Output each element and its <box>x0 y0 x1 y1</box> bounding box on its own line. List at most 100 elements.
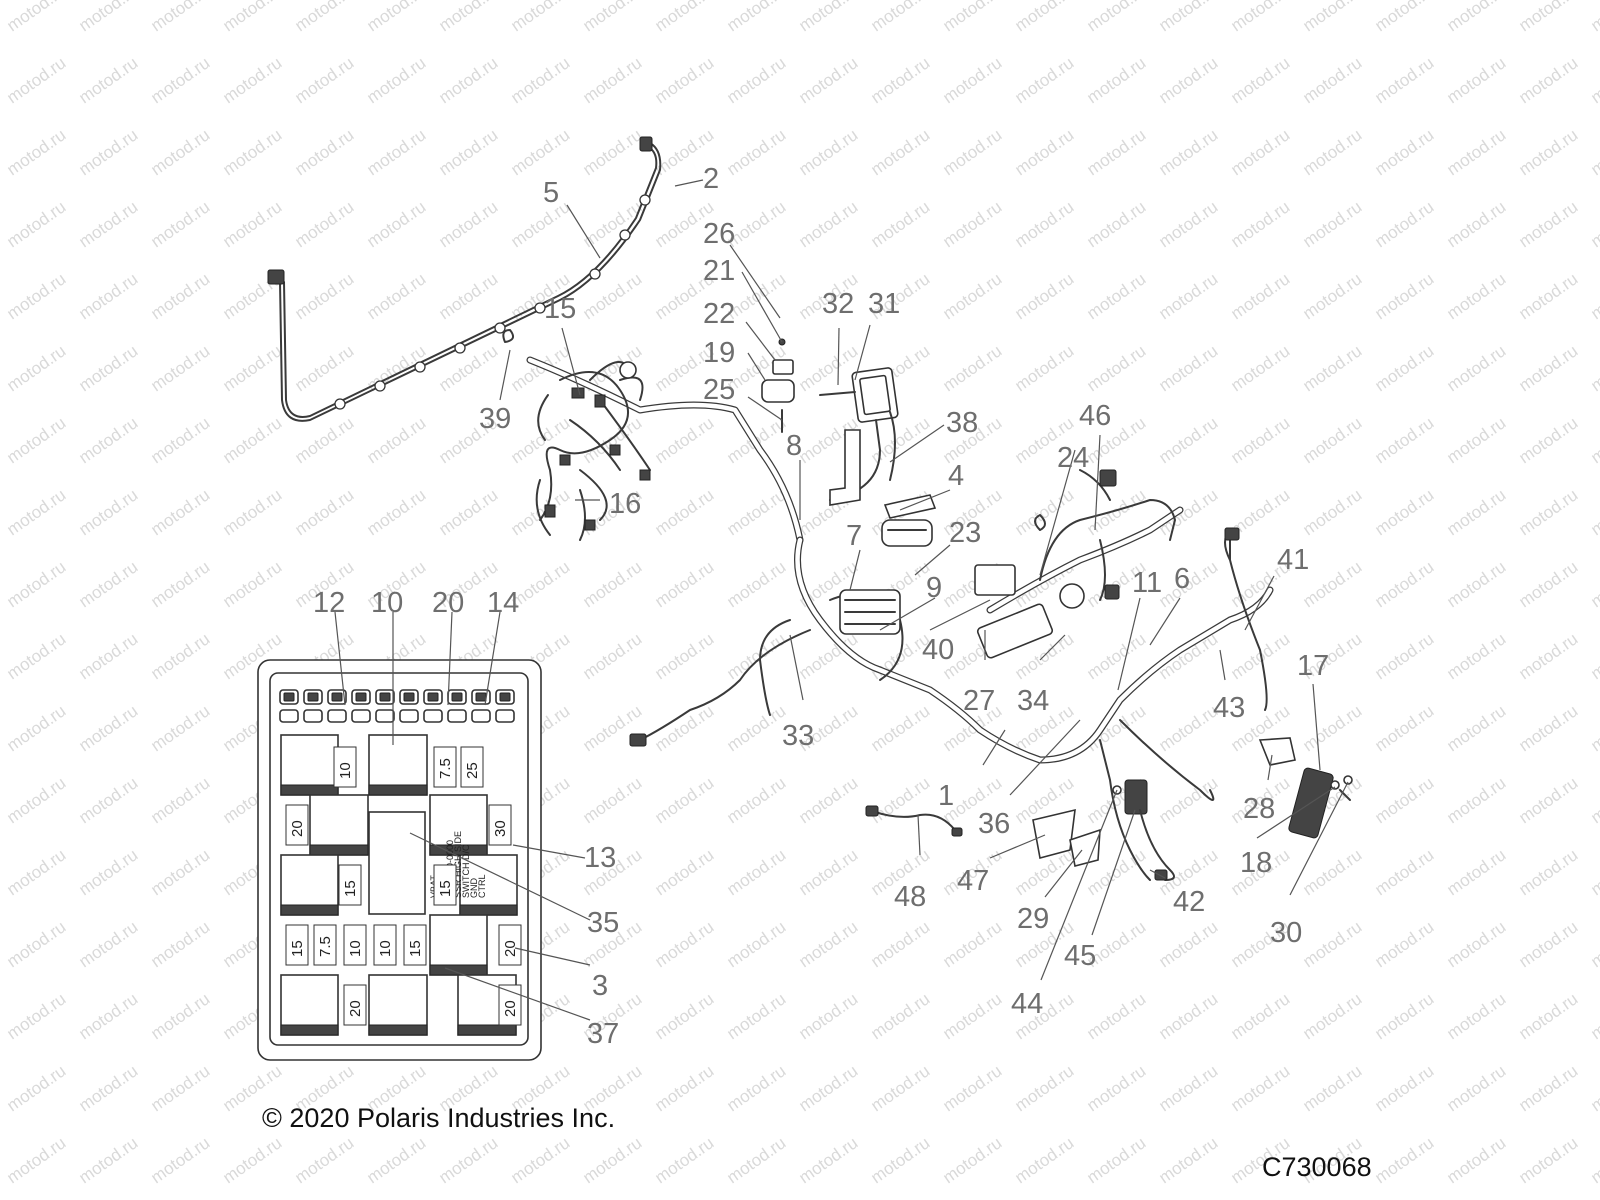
callout-11: 11 <box>1132 567 1162 599</box>
watermark-text: motod.ru <box>939 989 1005 1043</box>
fuse-rating: 10 <box>377 940 394 957</box>
watermark-text: motod.ru <box>507 53 573 107</box>
callout-21: 21 <box>703 255 735 287</box>
callout-33: 33 <box>782 720 814 752</box>
watermark-text: motod.ru <box>147 989 213 1043</box>
watermark-text: motod.ru <box>1587 0 1600 35</box>
watermark-text: motod.ru <box>1443 341 1509 395</box>
watermark-text: motod.ru <box>651 917 717 971</box>
watermark-text: motod.ru <box>1011 53 1077 107</box>
watermark-text: motod.ru <box>795 53 861 107</box>
watermark-text: motod.ru <box>363 413 429 467</box>
watermark-text: motod.ru <box>3 989 69 1043</box>
fuse-slot <box>303 709 323 723</box>
watermark-text: motod.ru <box>1443 269 1509 323</box>
watermark-text: motod.ru <box>3 197 69 251</box>
callout-38: 38 <box>946 407 978 439</box>
watermark-text: motod.ru <box>1515 557 1581 611</box>
connector-icon <box>1224 527 1240 541</box>
watermark-text: motod.ru <box>219 197 285 251</box>
watermark-text: motod.ru <box>291 269 357 323</box>
watermark-text: motod.ru <box>1515 773 1581 827</box>
watermark-text: motod.ru <box>75 125 141 179</box>
watermark-text: motod.ru <box>723 917 789 971</box>
watermark-text: motod.ru <box>291 197 357 251</box>
watermark-text: motod.ru <box>1443 1061 1509 1115</box>
watermark-text: motod.ru <box>867 1133 933 1187</box>
callout-3: 3 <box>592 970 608 1002</box>
watermark-text: motod.ru <box>147 53 213 107</box>
watermark-text: motod.ru <box>795 1061 861 1115</box>
watermark-text: motod.ru <box>651 557 717 611</box>
watermark-text: motod.ru <box>3 845 69 899</box>
watermark-text: motod.ru <box>1371 485 1437 539</box>
callout-30: 30 <box>1270 917 1302 949</box>
watermark-text: motod.ru <box>579 269 645 323</box>
watermark-text: motod.ru <box>939 1133 1005 1187</box>
watermark-text: motod.ru <box>795 197 861 251</box>
watermark-text: motod.ru <box>1587 1133 1600 1187</box>
watermark-text: motod.ru <box>867 701 933 755</box>
watermark-text: motod.ru <box>1155 125 1221 179</box>
callout-22: 22 <box>703 298 735 330</box>
fuse <box>498 924 522 966</box>
watermark-text: motod.ru <box>795 1133 861 1187</box>
fuse <box>433 746 457 788</box>
callout-6: 6 <box>1174 563 1190 595</box>
watermark-text: motod.ru <box>147 845 213 899</box>
watermark-text: motod.ru <box>651 773 717 827</box>
watermark-text: motod.ru <box>1083 1061 1149 1115</box>
watermark-text: motod.ru <box>3 629 69 683</box>
callout-35: 35 <box>587 907 619 939</box>
watermark-text: motod.ru <box>1371 629 1437 683</box>
fuse-slot-contact <box>475 692 487 702</box>
main-harness <box>629 527 1274 881</box>
watermark-text: motod.ru <box>1515 0 1581 35</box>
fuse-rating: 7.5 <box>437 758 454 779</box>
watermark-text: motod.ru <box>1515 53 1581 107</box>
fuse-slot <box>495 709 515 723</box>
connector-icon <box>1154 869 1168 881</box>
watermark-text: motod.ru <box>147 0 213 35</box>
callout-7: 7 <box>846 520 862 552</box>
watermark-text: motod.ru <box>1227 341 1293 395</box>
watermark-text: motod.ru <box>1371 557 1437 611</box>
watermark-text: motod.ru <box>147 197 213 251</box>
watermark-text: motod.ru <box>1155 485 1221 539</box>
watermark-text: motod.ru <box>75 917 141 971</box>
watermark-text: motod.ru <box>291 125 357 179</box>
watermark-text: motod.ru <box>1299 845 1365 899</box>
watermark-text: motod.ru <box>1227 1061 1293 1115</box>
watermark-text: motod.ru <box>1083 485 1149 539</box>
callout-20: 20 <box>432 587 464 619</box>
connector-icon <box>639 136 653 152</box>
relay <box>429 914 488 976</box>
watermark-text: motod.ru <box>579 629 645 683</box>
watermark-text: motod.ru <box>1299 0 1365 35</box>
watermark-text: motod.ru <box>723 557 789 611</box>
watermark-text: motod.ru <box>1011 485 1077 539</box>
relay <box>280 854 339 916</box>
fuse-bar-cluster <box>974 469 1184 659</box>
watermark-text: motod.ru <box>3 917 69 971</box>
callout-8: 8 <box>786 430 802 462</box>
watermark-text: motod.ru <box>435 0 501 35</box>
watermark-text: motod.ru <box>1011 341 1077 395</box>
watermark-text: motod.ru <box>795 989 861 1043</box>
fuse-rating: 25 <box>464 762 481 779</box>
watermark-text: motod.ru <box>435 1133 501 1187</box>
watermark-text: motod.ru <box>1515 1133 1581 1187</box>
watermark-text: motod.ru <box>1515 1061 1581 1115</box>
watermark-text: motod.ru <box>1515 845 1581 899</box>
watermark-text: motod.ru <box>939 125 1005 179</box>
callout-37: 37 <box>587 1018 619 1050</box>
watermark-text: motod.ru <box>1443 773 1509 827</box>
watermark-text: motod.ru <box>363 0 429 35</box>
watermark-text: motod.ru <box>219 125 285 179</box>
leader-lines <box>334 179 1349 1021</box>
ssr-label-line: SWITCH D/C <box>461 844 471 898</box>
watermark-text: motod.ru <box>651 1133 717 1187</box>
fuse <box>460 746 484 788</box>
watermark-text: motod.ru <box>219 413 285 467</box>
watermark-text: motod.ru <box>1371 125 1437 179</box>
